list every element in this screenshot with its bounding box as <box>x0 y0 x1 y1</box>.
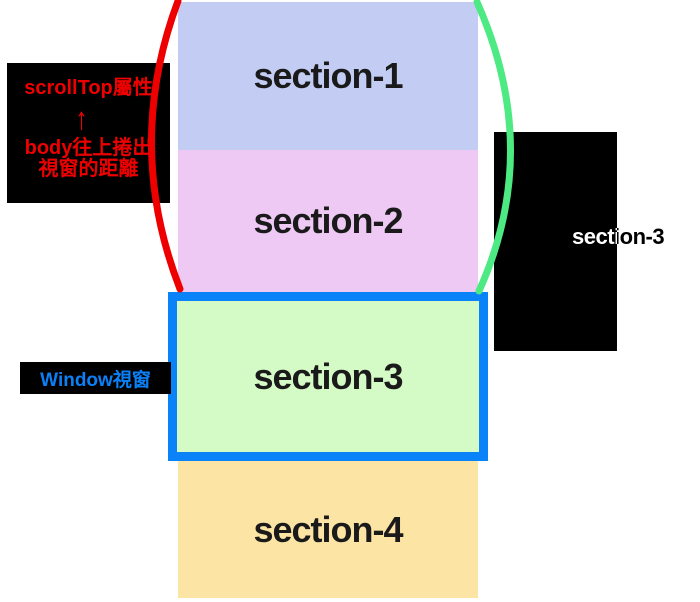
right-annotation-box: section-3 <box>494 132 617 351</box>
section-2-label: section-2 <box>253 200 403 241</box>
window-annotation-box: Window視窗 <box>20 362 171 394</box>
section-2-block: section-2 <box>178 150 478 292</box>
section-1-label: section-1 <box>253 55 403 96</box>
section-1-block: section-1 <box>178 2 478 150</box>
right-annotation-label-outside: section-3 <box>617 224 665 249</box>
up-arrow-icon: ↑ <box>75 101 88 137</box>
window-label: Window視窗 <box>40 369 151 391</box>
scrolltop-description-line-1: body往上捲出 <box>24 137 153 159</box>
section-3-label: section-3 <box>253 355 403 397</box>
section-4-block: section-4 <box>178 461 478 598</box>
scrolltop-annotation-box: scrollTop屬性 ↑ body往上捲出 視窗的距離 <box>7 63 170 203</box>
scrolltop-property-label: scrollTop屬性 <box>24 77 153 99</box>
window-viewport-box: section-3 <box>168 292 488 461</box>
right-annotation-label-inside: section-3 <box>572 224 617 249</box>
section-4-label: section-4 <box>253 508 403 550</box>
right-annotation-label-overflow-clip: section-3 <box>617 132 700 351</box>
scrolltop-description-line-2: 視窗的距離 <box>38 158 139 180</box>
